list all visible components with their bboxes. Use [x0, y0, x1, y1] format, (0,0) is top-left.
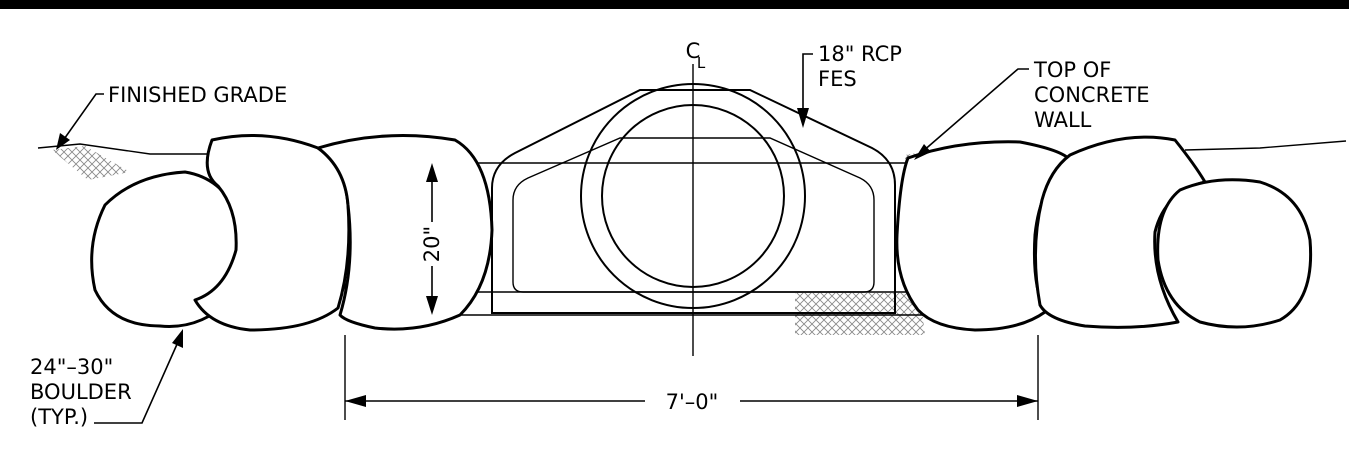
centerline-l: L	[697, 54, 706, 72]
boulder-right	[1033, 135, 1207, 329]
pipe-label-line1: 18" RCP	[818, 42, 902, 66]
width-dim-arrow-left	[345, 395, 366, 407]
height-dim-label: 20"	[420, 226, 444, 262]
wall-leader	[921, 68, 1029, 153]
fes-outer	[491, 89, 896, 314]
wall-label-line2: CONCRETE	[1034, 83, 1150, 107]
height-dim-arrow-bottom	[426, 296, 438, 315]
soil-hatch-left	[52, 146, 130, 180]
centerline-c: C	[686, 39, 701, 63]
boulder-label-line1: 24"–30"	[30, 355, 113, 379]
pipe-leader-arrow	[797, 108, 809, 128]
height-dim-arrow-top	[426, 163, 438, 182]
boulder-far-right	[1156, 178, 1313, 329]
boulder-label-line3: (TYP.)	[30, 405, 88, 429]
wall-leader-arrow	[914, 144, 931, 160]
width-dim-label: 7'–0"	[666, 390, 719, 414]
finished-grade-right	[1184, 140, 1347, 151]
finished-grade-arrow	[56, 133, 70, 150]
boulder-label-line2: BOULDER	[30, 380, 132, 404]
height-dim-gap	[420, 222, 444, 266]
wall-label-line1: TOP OF	[1033, 58, 1111, 82]
wall-label-line3: WALL	[1034, 108, 1092, 132]
boulder-leader	[94, 341, 179, 424]
top-border	[0, 0, 1349, 9]
boulder-center-left	[316, 134, 494, 331]
pipe-label-line2: FES	[818, 67, 857, 91]
boulder-leader-arrow	[172, 329, 183, 348]
pipe-leader	[802, 53, 813, 110]
width-dim-arrow-right	[1017, 395, 1038, 407]
finished-grade-leader	[61, 93, 104, 143]
finished-grade-label: FINISHED GRADE	[108, 83, 287, 107]
fes-inner	[512, 137, 875, 293]
